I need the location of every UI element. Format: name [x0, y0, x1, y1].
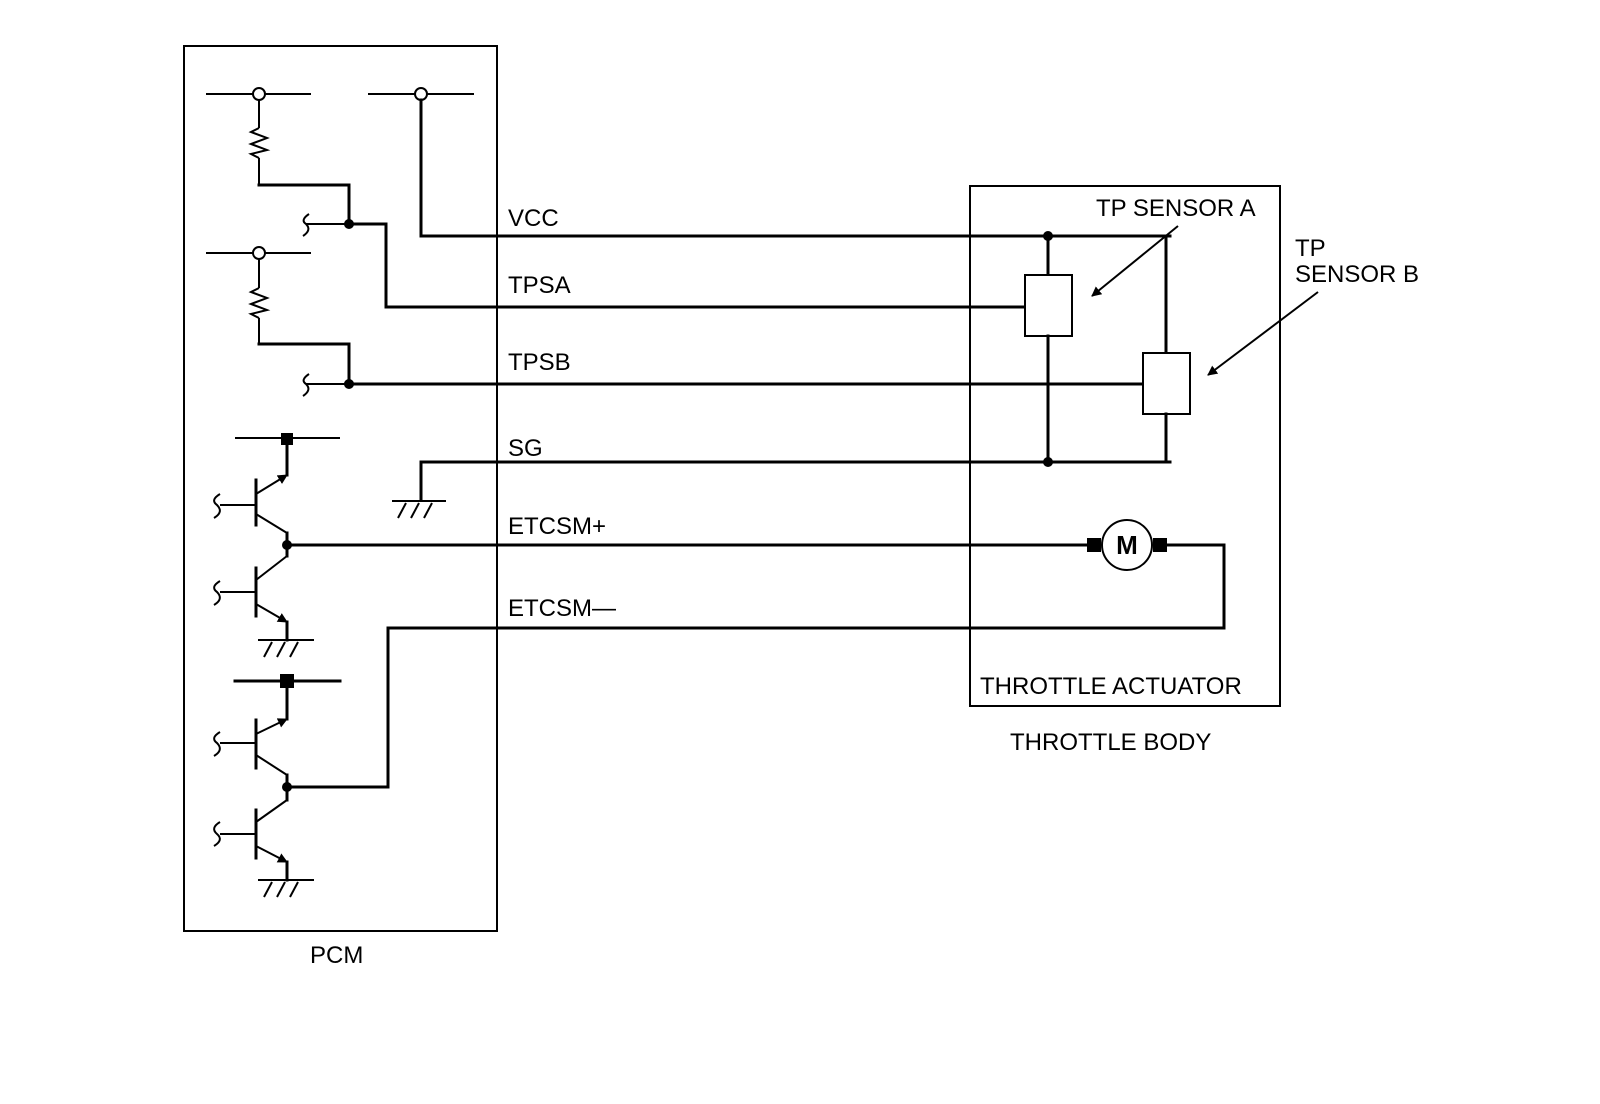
junction-dot — [344, 379, 354, 389]
wire-label-sg: SG — [508, 435, 543, 462]
input-break-icon — [213, 821, 221, 847]
throttle-body-label: THROTTLE BODY — [1010, 729, 1211, 756]
throttle-actuator: THROTTLE ACTUATOR M — [969, 185, 1281, 707]
wire-vcc: VCC — [419, 205, 1172, 238]
ground-icon — [263, 881, 273, 898]
wire-label-etcsm-plus: ETCSM+ — [508, 513, 606, 540]
motor-icon: M — [1087, 519, 1167, 571]
wire-tpsa: TPSA — [344, 219, 1032, 309]
tp-sensor-b — [1142, 352, 1191, 415]
tp-sensor-a-label: TP SENSOR A — [1096, 195, 1256, 222]
terminal-node — [414, 87, 428, 101]
throttle-actuator-box — [969, 185, 1281, 707]
wire-sg: SG — [419, 435, 1172, 464]
pullup-resistor-b — [206, 246, 351, 386]
wire-etcsm-minus: ETCSM— — [285, 543, 1226, 789]
wire-tpsb: TPSB — [344, 349, 1148, 389]
motor-driver-upper — [213, 433, 340, 658]
tp-sensor-b-label-line2: SENSOR B — [1295, 261, 1419, 288]
pullup-resistor-a — [206, 87, 351, 226]
wire-label-tpsa: TPSA — [508, 272, 571, 299]
tp-sensor-b-callout: TP SENSOR B — [1207, 235, 1419, 376]
resistor-zigzag-icon — [248, 127, 271, 159]
tp-sensor-a-callout: TP SENSOR A — [1091, 195, 1256, 297]
input-break-icon — [213, 580, 221, 606]
wire-label-vcc: VCC — [508, 205, 559, 232]
motor-driver-lower — [213, 674, 342, 898]
vcc-source — [368, 87, 474, 238]
wire-label-etcsm-minus: ETCSM— — [508, 595, 616, 622]
motor-label: M — [1116, 530, 1138, 560]
terminal-node — [252, 246, 266, 260]
pcm-module: PCM — [183, 45, 498, 969]
pcm-box — [183, 45, 498, 932]
junction-dot — [1043, 231, 1053, 241]
terminal-node — [252, 87, 266, 101]
throttle-actuator-label: THROTTLE ACTUATOR — [980, 673, 1242, 700]
terminal-node — [281, 433, 293, 445]
junction-dot — [344, 219, 354, 229]
tp-sensor-b-label-line1: TP — [1295, 235, 1326, 262]
ground-icon — [263, 641, 273, 658]
sg-ground-icon — [392, 460, 446, 519]
terminal-node — [280, 674, 294, 688]
input-break-icon — [213, 493, 221, 519]
wire-label-tpsb: TPSB — [508, 349, 571, 376]
pcm-label: PCM — [310, 942, 363, 969]
input-break-icon — [213, 731, 221, 757]
tp-sensor-a — [1024, 274, 1073, 337]
resistor-zigzag-icon — [248, 287, 271, 319]
wire-etcsm-plus: ETCSM+ — [285, 513, 1092, 547]
